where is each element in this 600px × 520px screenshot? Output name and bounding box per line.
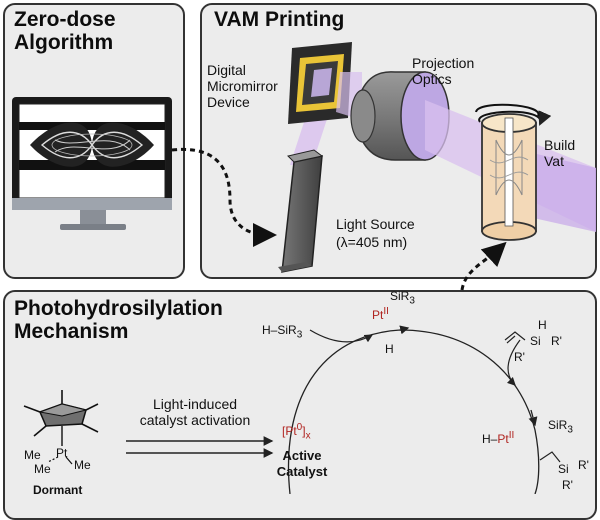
mechanism-title: Photohydrosilylation Mechanism [14,297,223,343]
build-vat-icon [481,113,537,241]
algorithm-title: Zero-dose Algorithm [14,8,116,54]
me-3: Me [74,458,91,472]
catalytic-cycle-arc [287,329,540,494]
figure-graphics [12,42,596,494]
h-top: H [385,342,394,356]
si-right: Si [558,462,569,476]
dmd-icon [288,42,352,124]
wavelength-label: (λ=405 nm) [336,234,408,250]
monitor-icon [12,97,172,230]
sir3-right: SiR3 [548,418,573,436]
vinyl-si: Si [530,334,541,348]
vam-title: VAM Printing [214,8,345,31]
activation-label: Light-induced catalyst activation [139,396,251,428]
pt0-catalyst: [Pt0]x [282,422,311,442]
me-1: Me [24,448,41,462]
me-2: Me [34,462,51,476]
r-right-1: R' [578,458,589,472]
vinyl-addition-arrow [506,339,521,386]
mechanism-to-vat-arrow [460,241,507,291]
light-source-label: Light Source [336,216,415,232]
dmd-label: Digital Micromirror Device [207,62,278,110]
algorithm-to-light-arrow [171,147,277,247]
vinyl-h: H [538,318,547,332]
lens-icon [350,71,450,161]
pt-intermediate-top: PtII [372,306,389,322]
r-right-2: R' [562,478,573,492]
dormant-label: Dormant [33,483,83,497]
rotation-arrow-icon [478,110,552,126]
pt-cp: Pt [56,446,68,460]
hsir3-addition-arrow [309,329,374,343]
beam-source-to-dmd [290,110,330,165]
vat-label: Build Vat [544,137,576,169]
pt-intermediate-right: H–PtII [482,430,515,446]
vinyl-r2: R' [514,350,525,364]
hsir3-reagent: H–SiR3 [262,323,303,341]
vinyl-r1: R' [551,334,562,348]
sir3-top: SiR3 [390,289,415,307]
active-catalyst-label: Active Catalyst [276,448,328,479]
optics-label: Projection Optics [412,55,475,87]
pt-top: Pt [372,308,384,322]
cp-platinum-complex-icon [23,390,99,465]
light-source-icon [278,149,324,273]
